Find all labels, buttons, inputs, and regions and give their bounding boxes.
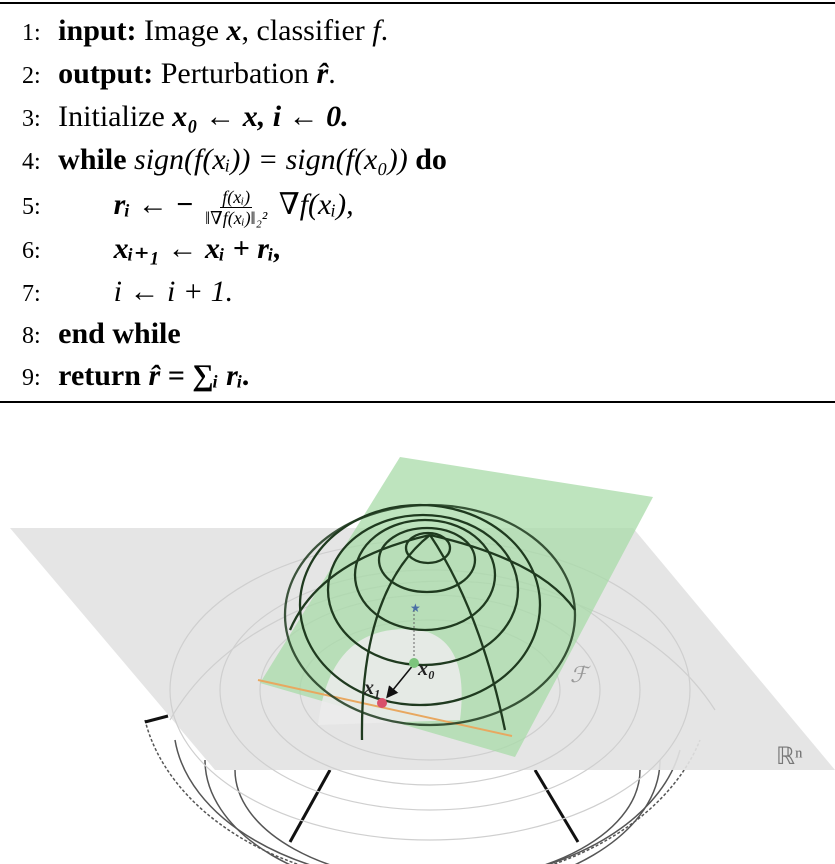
math-update-x: xᵢ₊₁ ← xᵢ + rᵢ, <box>113 232 282 265</box>
math-f: f <box>372 14 381 47</box>
label-x1: x₁ <box>364 677 381 699</box>
algo-line-1: 1: input: Image x, classifier f. <box>22 10 388 52</box>
algo-line-8: 8: end while <box>22 313 181 355</box>
linear-boundary <box>257 679 513 737</box>
line-number: 5: <box>22 194 41 220</box>
fraction: f(xᵢ) ‖∇f(xᵢ)‖₂² <box>205 187 267 228</box>
punct: . <box>328 57 336 90</box>
line-number: 8: <box>22 323 41 349</box>
line-number: 6: <box>22 238 41 264</box>
math-gradient: ∇f(xᵢ), <box>278 188 354 221</box>
line-number: 4: <box>22 149 41 175</box>
deepfool-illustration: ★ x₀ x₁ ℱ ℝⁿ <box>0 440 835 864</box>
meridian-left <box>288 769 332 843</box>
algo-line-9: 9: return r̂ = ∑ᵢ rᵢ. <box>22 355 250 397</box>
point-x0 <box>409 658 419 668</box>
math-return: r̂ = ∑ᵢ rᵢ. <box>148 359 251 392</box>
step-arrow <box>386 663 415 699</box>
keyword-input: input: <box>58 14 137 47</box>
math-init: x₀ ← x, i ← 0. <box>172 100 349 133</box>
algo-line-6: 6: xᵢ₊₁ ← xᵢ + rᵢ, <box>22 228 281 270</box>
dome-contours <box>283 503 577 741</box>
text: Perturbation <box>160 57 310 90</box>
star-icon: ★ <box>410 601 421 615</box>
text: , classifier <box>241 14 365 47</box>
fraction-numerator: f(xᵢ) <box>220 186 253 208</box>
keyword-while: while <box>58 143 127 176</box>
meridian-right <box>533 769 580 843</box>
algo-line-3: 3: Initialize x₀ ← x, i ← 0. <box>22 96 349 138</box>
label-x0: x₀ <box>418 658 435 680</box>
punct: . <box>380 14 389 47</box>
math-condition: sign(f(xᵢ)) = sign(f(x₀)) <box>134 143 408 176</box>
fraction-denominator: ‖∇f(xᵢ)‖₂² <box>205 207 268 228</box>
point-x1 <box>377 698 387 708</box>
line-number: 7: <box>22 281 41 307</box>
math-increment: i ← i + 1. <box>113 275 234 308</box>
text: Initialize <box>58 100 165 133</box>
label-boundary-f: ℱ <box>570 662 588 687</box>
math-r-hat: r̂ <box>316 57 329 90</box>
keyword-return: return <box>58 359 141 392</box>
keyword-output: output: <box>58 57 154 90</box>
line-number: 2: <box>22 63 41 89</box>
text: Image <box>144 14 220 47</box>
keyword-end-while: end while <box>58 317 181 350</box>
line-number: 3: <box>22 106 41 132</box>
figure-svg: ★ <box>10 457 835 864</box>
label-rn: ℝⁿ <box>776 744 803 770</box>
algo-line-5: 5: rᵢ ← − f(xᵢ) ‖∇f(xᵢ)‖₂² ∇f(xᵢ), <box>22 184 354 228</box>
math-x: x <box>226 14 242 47</box>
lower-contours <box>144 719 701 864</box>
line-number: 1: <box>22 20 41 46</box>
math-ri-lhs: rᵢ ← − <box>113 188 194 221</box>
algo-line-2: 2: output: Perturbation r̂. <box>22 53 336 95</box>
top-rule <box>0 2 835 4</box>
bottom-rule <box>0 401 835 403</box>
line-number: 9: <box>22 365 41 391</box>
algo-line-4: 4: while sign(f(xᵢ)) = sign(f(x₀)) do <box>22 139 447 181</box>
algo-line-7: 7: i ← i + 1. <box>22 271 233 313</box>
meridian-edge <box>144 714 169 724</box>
keyword-do: do <box>415 143 447 176</box>
